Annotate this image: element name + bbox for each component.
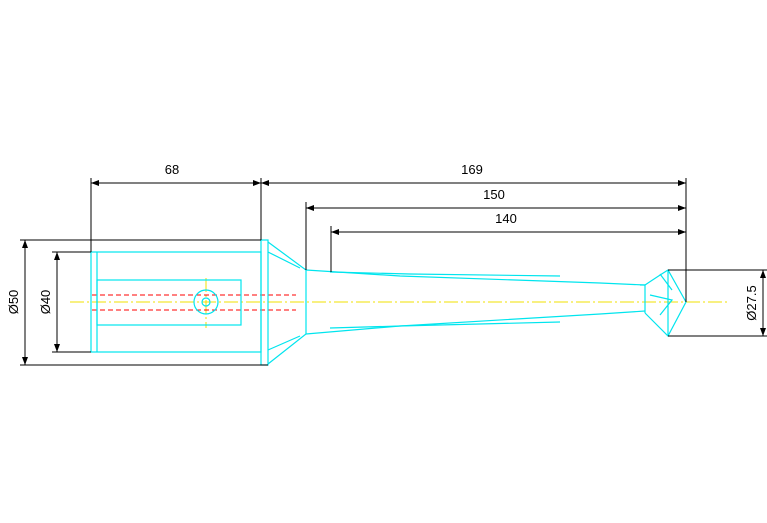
extension-lines bbox=[20, 178, 767, 366]
neck bbox=[267, 241, 307, 365]
dim-text-140: 140 bbox=[495, 211, 517, 226]
dim-text-d27-5: Ø27.5 bbox=[744, 285, 759, 320]
dim-text-150: 150 bbox=[483, 187, 505, 202]
dim-text-d40: Ø40 bbox=[38, 290, 53, 315]
drill-body bbox=[305, 269, 687, 337]
dim-text-169: 169 bbox=[461, 162, 483, 177]
dim-text-68: 68 bbox=[165, 162, 179, 177]
clamp-hole bbox=[193, 289, 219, 315]
dim-text-d50: Ø50 bbox=[6, 290, 21, 315]
